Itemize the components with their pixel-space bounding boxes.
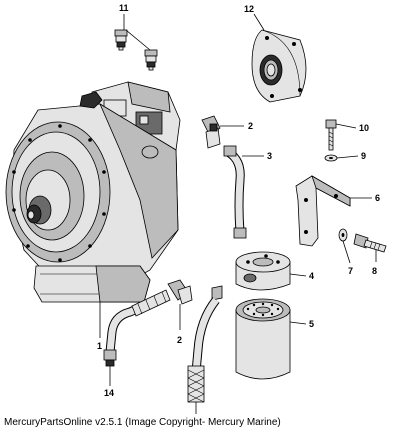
bolt-and-washer [324,119,359,162]
callout-8: 8 [372,266,377,276]
filter-adapter [235,251,307,291]
callout-11: 11 [119,3,129,13]
drain-hose [99,289,171,386]
callout-3: 3 [267,151,272,161]
callout-4: 4 [309,271,314,281]
callout-9: 9 [361,151,366,161]
mounting-bracket [295,175,372,247]
callout-2-upper: 2 [248,121,253,131]
callout-10: 10 [359,123,369,133]
callout-14: 14 [104,388,114,398]
elbow-fitting-upper [201,115,244,149]
oil-filter [235,298,307,380]
callout-12: 12 [244,4,254,14]
image-caption: MercuryPartsOnline v2.5.1 (Image Copyrig… [4,417,281,428]
callout-5: 5 [309,319,314,329]
transmission-housing [5,81,181,303]
bracket-bolt [338,228,387,264]
callout-6: 6 [375,193,380,203]
callout-1: 1 [97,341,102,351]
callout-2-lower: 2 [177,335,182,345]
flange-plate [251,13,307,103]
sender-fittings [114,14,158,71]
braided-hose-lower [167,279,223,414]
callout-7: 7 [348,266,353,276]
oil-hose [223,145,264,239]
